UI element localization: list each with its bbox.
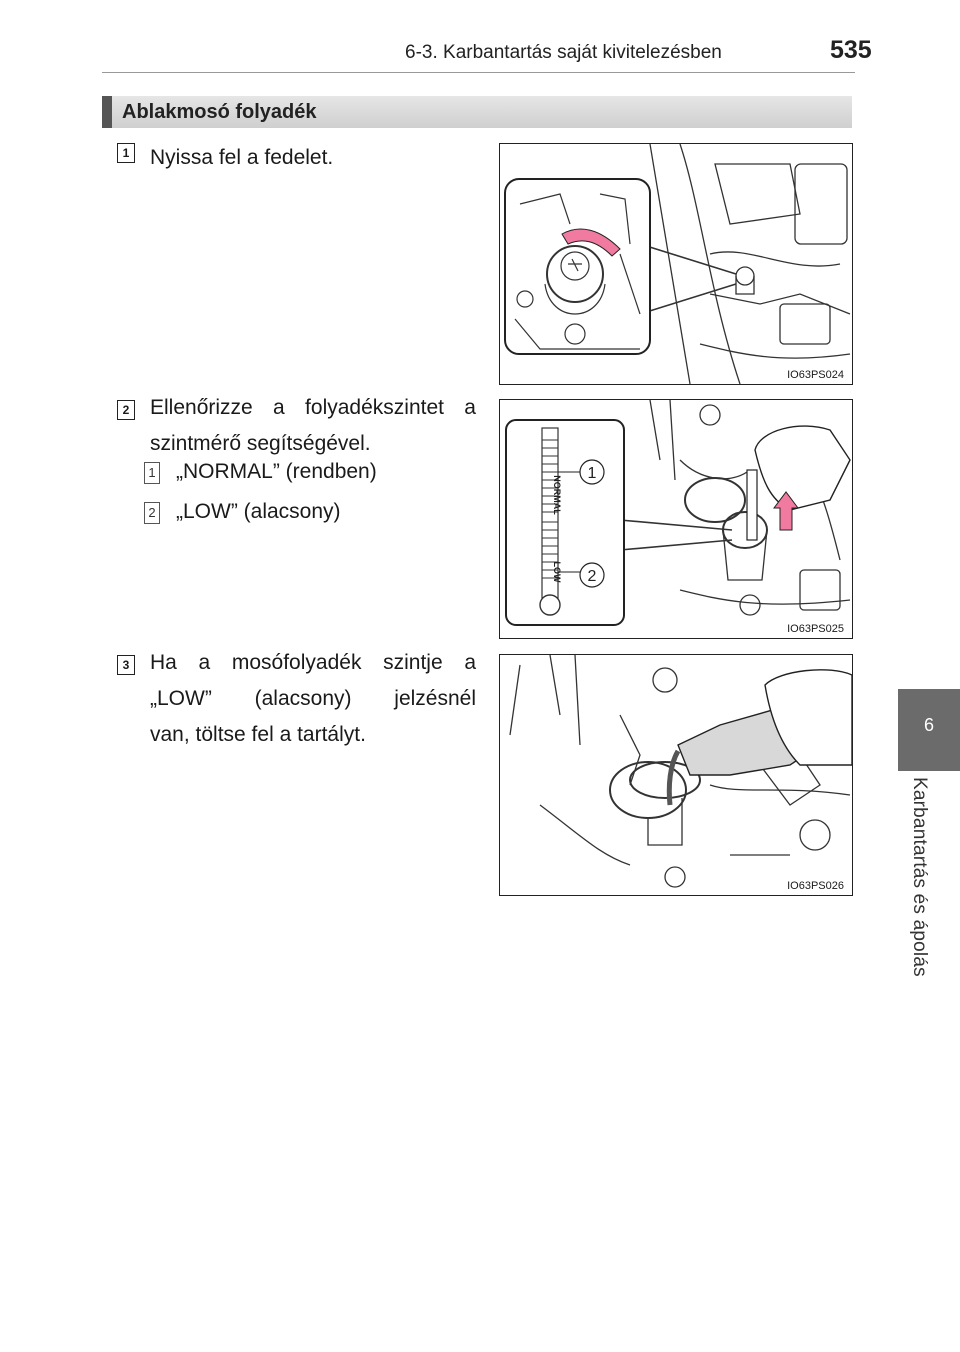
section-title: Ablakmosó folyadék — [122, 101, 317, 123]
step-1-text: Nyissa fel a fedelet. — [150, 146, 334, 169]
step-3-text-line: „LOW” (alacsony) jelzésnél — [150, 687, 476, 710]
figure-open-cap: IO63PS024 — [499, 143, 853, 385]
section-accent — [102, 96, 112, 128]
callout-1: 1 — [588, 465, 597, 482]
header-divider — [102, 72, 855, 73]
section-heading-bar: Ablakmosó folyadék — [102, 96, 852, 128]
step-number-box: 1 — [117, 143, 135, 163]
figure-refill: IO63PS026 — [499, 654, 853, 896]
running-header-title: 6-3. Karbantartás saját kivitelezésben — [405, 42, 722, 63]
figure-code: IO63PS026 — [785, 880, 846, 892]
sub-item-text: „LOW” (alacsony) — [176, 500, 341, 523]
step-number-box: 2 — [117, 400, 135, 420]
step-number-box: 3 — [117, 655, 135, 675]
step-text: Nyissa fel a fedelet. — [150, 140, 476, 176]
gauge-low-label: LOW — [552, 562, 562, 583]
step-text: Ellenőrizze a folyadékszintet a szintmér… — [150, 390, 476, 462]
figure-level-gauge: NORMAL LOW 1 2 IO63PS025 — [499, 399, 853, 639]
step-3-text-line: van, töltse fel a tartályt. — [150, 723, 366, 746]
figure-code: IO63PS024 — [785, 369, 846, 381]
chapter-tab: 6 — [898, 689, 960, 771]
gauge-normal-label: NORMAL — [552, 475, 562, 515]
step-2-text-line: szintmérő segítségével. — [150, 432, 371, 455]
sub-item-number: 2 — [144, 502, 160, 524]
gauge-illustration: NORMAL LOW 1 2 — [505, 400, 851, 626]
engine-bay-illustration — [504, 144, 851, 384]
step-3-text-line: Ha a mosófolyadék szintje a — [150, 651, 476, 674]
sub-item-number: 1 — [144, 462, 160, 484]
step-text: Ha a mosófolyadék szintje a „LOW” (alacs… — [150, 645, 476, 753]
sub-item-text: „NORMAL” (rendben) — [176, 460, 377, 483]
chapter-title-vertical: Karbantartás és ápolás — [909, 777, 930, 977]
chapter-number: 6 — [923, 715, 934, 735]
figure-code: IO63PS025 — [785, 623, 846, 635]
step-2-text-line: Ellenőrizze a folyadékszintet a — [150, 396, 476, 419]
page-number: 535 — [830, 36, 872, 64]
refill-illustration — [509, 655, 852, 888]
callout-2: 2 — [588, 568, 597, 585]
